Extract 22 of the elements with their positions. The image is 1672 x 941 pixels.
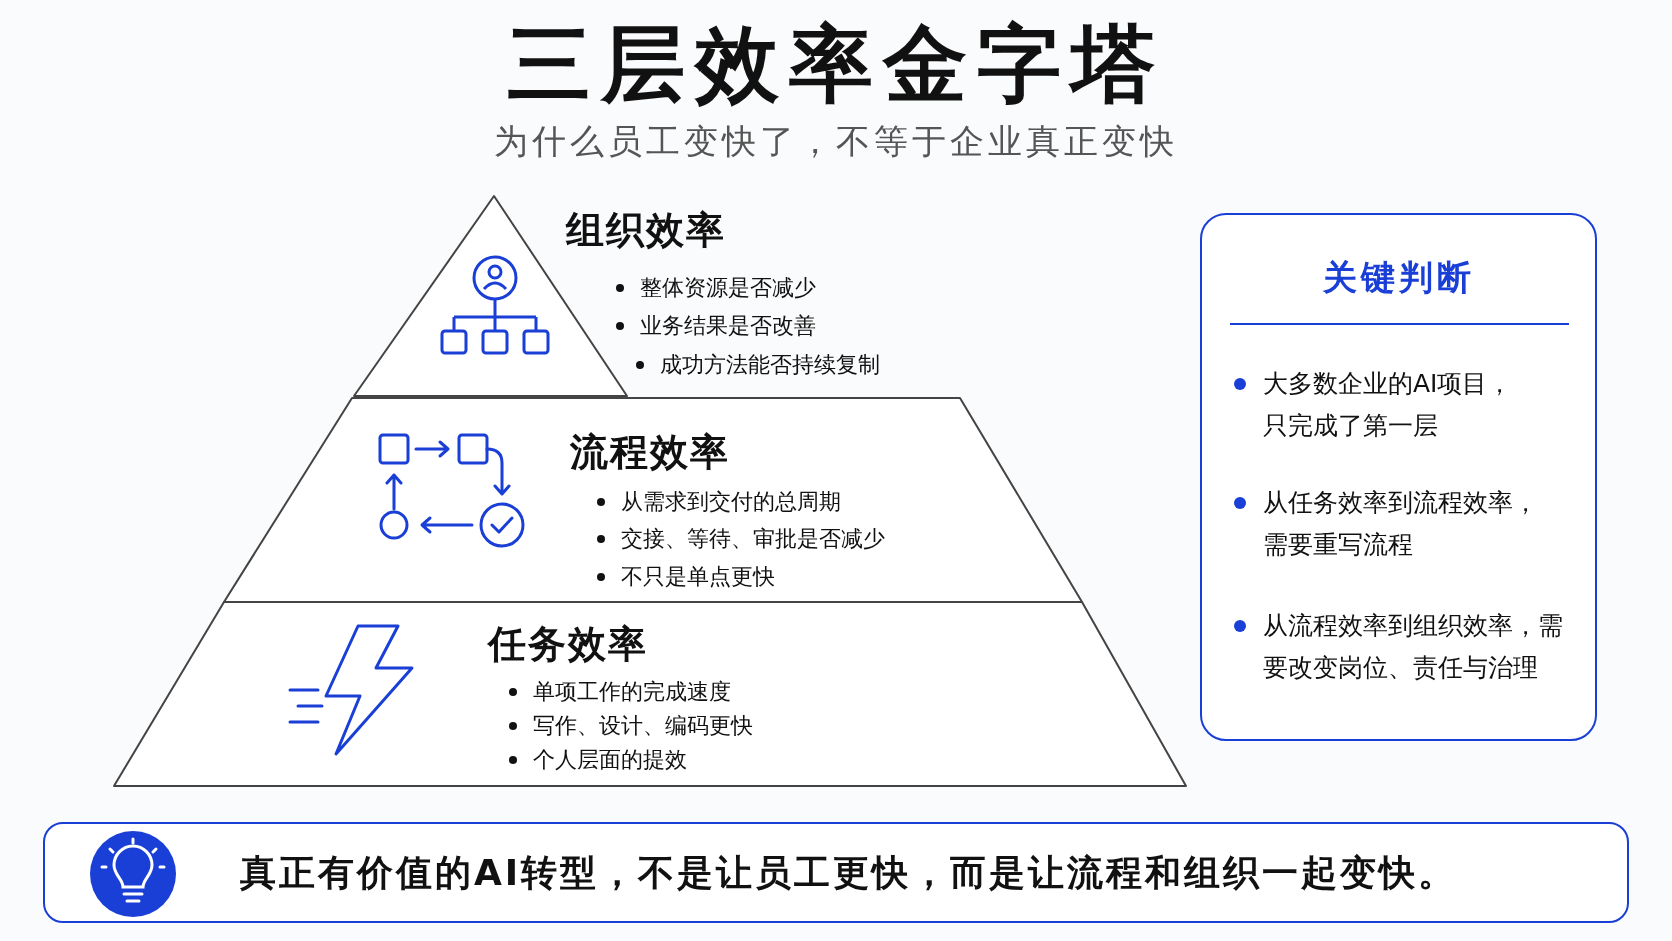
key-points-panel (1200, 213, 1597, 741)
bullet-item: 交接、等待、审批是否减少 (593, 525, 885, 553)
bullet-item: 个人层面的提效 (505, 746, 687, 774)
bullet-item: 从流程效率到组织效率，需要改变岗位、责任与治理 (1230, 605, 1568, 689)
layer-heading: 任务效率 (488, 622, 648, 666)
layer-heading: 组织效率 (566, 208, 726, 252)
title: 三层效率金字塔 (506, 14, 1166, 114)
bullet-item: 大多数企业的AI项目，只完成了第一层 (1230, 363, 1535, 447)
bullet-item: 从任务效率到流程效率，需要重写流程 (1230, 482, 1555, 566)
bullet-item: 单项工作的完成速度 (505, 678, 731, 706)
bullet-item: 业务结果是否改善 (612, 312, 816, 340)
conclusion-text: 真正有价值的AI转型，不是让员工更快，而是让流程和组织一起变快。 (240, 851, 1458, 895)
pyramid-bottom-layer (114, 602, 1186, 786)
conclusion-banner (43, 822, 1629, 923)
layer-heading: 流程效率 (570, 430, 730, 474)
bullet-item: 从需求到交付的总周期 (593, 488, 841, 516)
subtitle: 为什么员工变快了，不等于企业真正变快 (493, 120, 1179, 163)
bullet-item: 写作、设计、编码更快 (505, 712, 753, 740)
bullet-item: 整体资源是否减少 (612, 274, 816, 302)
bullet-item: 成功方法能否持续复制 (632, 351, 880, 379)
panel-heading: 关键判断 (1321, 256, 1476, 299)
bullet-item: 不只是单点更快 (593, 563, 775, 591)
